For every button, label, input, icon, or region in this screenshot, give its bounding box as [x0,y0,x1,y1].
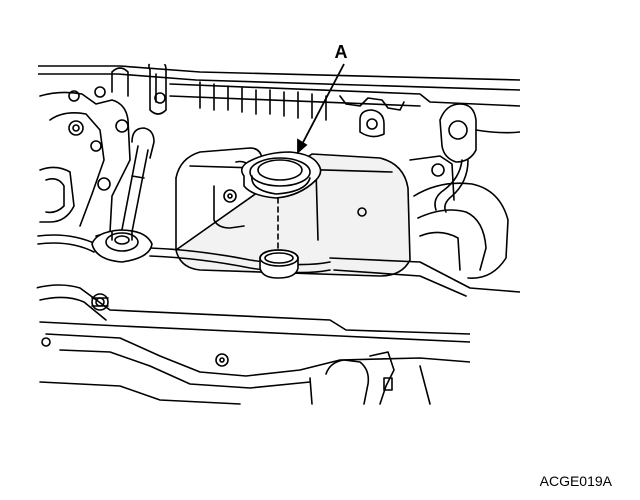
wire-harness [37,234,331,274]
right-hoses [329,155,520,297]
lower-cross-member [36,284,471,405]
reservoir-body [175,147,411,277]
dipstick-tube [119,127,155,243]
left-engine-mount [39,67,131,237]
filler-neck [259,249,299,279]
figure-code: ACGE019A [540,473,613,489]
upper-panel [37,62,520,121]
callout-leader [297,63,345,154]
callout-label-a: A [335,42,348,62]
right-bracket [359,103,520,213]
grommet [91,229,153,263]
reservoir-cap [240,151,322,199]
